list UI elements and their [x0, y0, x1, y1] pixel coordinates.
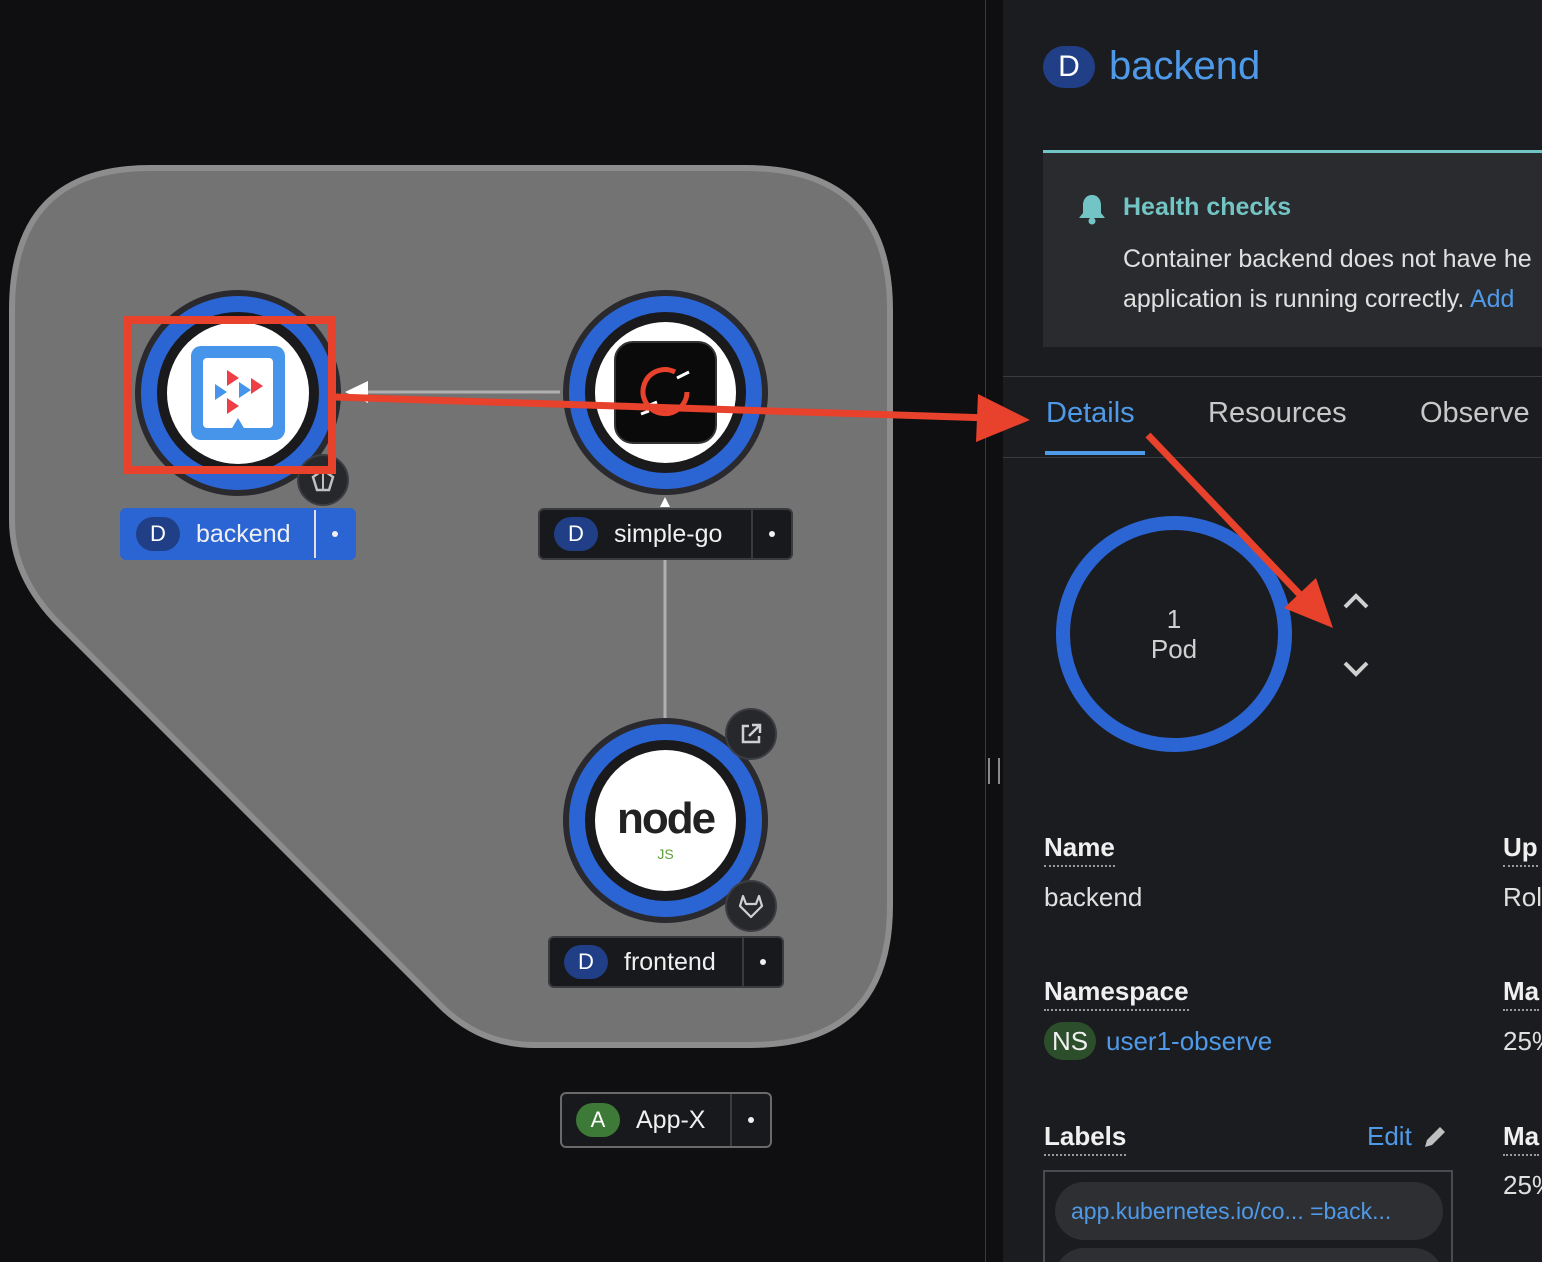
- namespace-label: Namespace: [1044, 976, 1189, 1011]
- frontend-node-label[interactable]: D frontend: [548, 936, 784, 988]
- details-side-panel: D backend Health checks Container backen…: [1003, 0, 1542, 1262]
- update-strategy-label: Up: [1503, 832, 1538, 867]
- max-unavailable-value: 25%: [1503, 1026, 1542, 1056]
- health-checks-alert: Health checks Container backend does not…: [1043, 150, 1542, 347]
- tab-resources[interactable]: Resources: [1208, 397, 1347, 429]
- topology-canvas[interactable]: D backend D simple-go node JS: [0, 0, 985, 1262]
- deployment-badge: D: [564, 945, 608, 979]
- kebab-menu-icon[interactable]: [314, 510, 354, 558]
- pod-count: 1: [1166, 604, 1182, 634]
- pencil-icon: [1424, 1126, 1445, 1147]
- panel-divider: [985, 0, 986, 1262]
- deployment-badge: D: [136, 517, 180, 551]
- simple-go-node-label[interactable]: D simple-go: [538, 508, 793, 560]
- pod-unit: Pod: [1150, 634, 1198, 664]
- nodejs-logo-subtext: JS: [657, 846, 674, 862]
- deployment-badge: D: [554, 517, 598, 551]
- scale-down-chevron-icon[interactable]: [1341, 658, 1371, 680]
- deployment-badge: D: [1043, 45, 1095, 88]
- edit-label: Edit: [1367, 1121, 1412, 1151]
- tab-details[interactable]: Details: [1046, 397, 1135, 429]
- namespace-value: NS user1-observe: [1044, 1022, 1272, 1060]
- simple-go-node[interactable]: [563, 290, 768, 495]
- nodejs-logo-text: node: [616, 794, 716, 843]
- labels-edit-button[interactable]: Edit: [1367, 1121, 1450, 1152]
- active-tab-indicator: [1045, 451, 1145, 455]
- name-label: Name: [1044, 832, 1115, 867]
- application-badge: A: [576, 1103, 620, 1137]
- application-group-shape: [9, 165, 893, 1048]
- node-name: simple-go: [614, 519, 723, 548]
- labels-label: Labels: [1044, 1121, 1127, 1156]
- kebab-menu-icon[interactable]: [730, 1094, 770, 1146]
- pod-donut[interactable]: 1 Pod: [1056, 516, 1292, 752]
- open-url-icon[interactable]: [725, 708, 777, 760]
- panel-tabs: Details Resources Observe: [1003, 376, 1542, 458]
- panel-title: D backend: [1043, 44, 1260, 89]
- nodejs-icon: node JS: [595, 750, 736, 891]
- namespace-link[interactable]: user1-observe: [1106, 1025, 1273, 1056]
- application-label[interactable]: A App-X: [560, 1092, 772, 1148]
- golang-icon: [595, 322, 736, 463]
- label-chip[interactable]: app.kubernetes.io/co... =back...: [1055, 1182, 1443, 1240]
- label-chip[interactable]: [1055, 1248, 1443, 1262]
- alert-body: Container backend does not have he appli…: [1123, 239, 1532, 319]
- namespace-badge: NS: [1044, 1022, 1096, 1060]
- kebab-menu-icon[interactable]: [751, 510, 791, 558]
- resource-name-link[interactable]: backend: [1109, 44, 1261, 88]
- alert-text-line1: Container backend does not have he: [1123, 245, 1532, 273]
- labels-list: app.kubernetes.io/co... =back...: [1043, 1170, 1453, 1262]
- application-name: App-X: [636, 1105, 706, 1134]
- node-name: frontend: [624, 947, 716, 976]
- alert-title: Health checks: [1123, 193, 1292, 221]
- update-strategy-value: Rol: [1503, 882, 1542, 912]
- tab-observe[interactable]: Observe: [1420, 397, 1530, 429]
- scale-up-chevron-icon[interactable]: [1341, 590, 1371, 612]
- gitlab-icon[interactable]: [725, 880, 777, 932]
- name-value: backend: [1044, 882, 1143, 912]
- resize-handle[interactable]: [988, 758, 1000, 784]
- openshift-icon[interactable]: [297, 454, 349, 506]
- alert-text-line2: application is running correctly.: [1123, 285, 1470, 313]
- max-surge-label: Ma: [1503, 1121, 1540, 1156]
- add-health-checks-link[interactable]: Add: [1469, 285, 1515, 313]
- bell-icon: [1079, 195, 1105, 225]
- backend-node-label[interactable]: D backend: [120, 508, 356, 560]
- quarkus-icon: [167, 322, 309, 464]
- node-name: backend: [196, 519, 291, 548]
- kebab-menu-icon[interactable]: [742, 938, 782, 986]
- max-surge-value: 25%: [1503, 1170, 1542, 1200]
- max-unavailable-label: Ma: [1503, 976, 1540, 1011]
